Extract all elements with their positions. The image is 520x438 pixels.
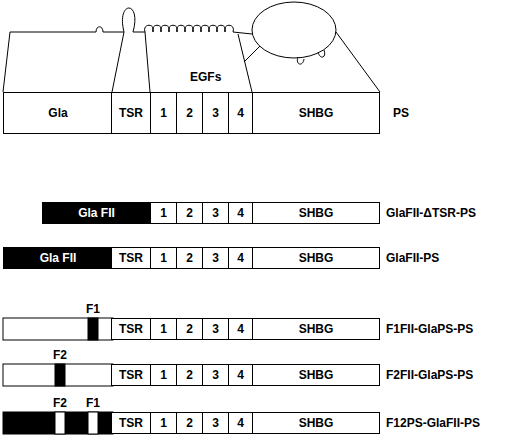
domain-box: Gla (3, 92, 113, 134)
domain-box: 2 (176, 202, 203, 224)
domain-box: 1 (150, 318, 177, 340)
gla-box (3, 364, 113, 386)
domain-box: 4 (228, 92, 253, 134)
domain-box: 3 (202, 318, 229, 340)
fragment-label: F2 (53, 396, 67, 410)
domain-label: 2 (186, 368, 193, 382)
construct-label: PS (393, 106, 409, 120)
domain-label: 4 (237, 251, 244, 265)
domain-box: SHBG (252, 364, 380, 386)
domain-label: Gla (48, 106, 67, 120)
domain-box: 2 (176, 247, 203, 269)
domain-box: TSR (111, 92, 151, 134)
domain-box: SHBG (252, 202, 380, 224)
f2-segment (55, 412, 65, 434)
domain-box: 1 (150, 364, 177, 386)
domain-label: 2 (186, 206, 193, 220)
domain-box: 4 (228, 247, 253, 269)
domain-label: 4 (237, 416, 244, 430)
domain-label: 3 (212, 106, 219, 120)
gla-box (3, 412, 113, 434)
construct-label: GlaFII-ΔTSR-PS (386, 206, 476, 220)
domain-box: 3 (202, 247, 229, 269)
domain-box: SHBG (252, 318, 380, 340)
domain-label: SHBG (299, 368, 334, 382)
fragment-label: F1 (86, 396, 100, 410)
domain-label: SHBG (299, 206, 334, 220)
domain-box: 2 (176, 412, 203, 434)
domain-label: Gla FII (40, 251, 77, 265)
domain-label: SHBG (299, 416, 334, 430)
domain-label: TSR (119, 416, 143, 430)
fan-lines (3, 32, 380, 92)
domain-box: 1 (150, 202, 177, 224)
domain-box: 3 (202, 202, 229, 224)
domain-box: 1 (150, 92, 177, 134)
construct-label: GlaFII-PS (386, 251, 439, 265)
domain-box: 3 (202, 364, 229, 386)
f1-segment (88, 412, 98, 434)
f2-segment (55, 364, 65, 386)
domain-label: TSR (119, 251, 143, 265)
domain-box: 4 (228, 202, 253, 224)
domain-label: 4 (237, 322, 244, 336)
protein-chain (10, 8, 252, 34)
domain-box: TSR (111, 364, 151, 386)
construct-label: EGFs (190, 70, 221, 84)
domain-label: 3 (212, 416, 219, 430)
domain-box: 1 (150, 247, 177, 269)
domain-label: 3 (212, 206, 219, 220)
globule-loops (244, 46, 325, 64)
construct-label: F12PS-GlaFII-PS (386, 416, 480, 430)
shbg-globule (252, 2, 336, 58)
domain-label: 4 (237, 206, 244, 220)
domain-label: TSR (119, 322, 143, 336)
domain-label: 1 (160, 106, 167, 120)
gla-box (3, 318, 113, 340)
domain-box: 3 (202, 92, 229, 134)
domain-box: Gla FII (42, 202, 151, 224)
domain-box: 1 (150, 412, 177, 434)
domain-box: 4 (228, 364, 253, 386)
fragment-label: F1 (86, 302, 100, 316)
domain-label: SHBG (299, 322, 334, 336)
domain-label: 3 (212, 322, 219, 336)
domain-label: 4 (237, 106, 244, 120)
domain-label: SHBG (299, 251, 334, 265)
construct-label: F1FII-GlaPS-PS (386, 322, 473, 336)
domain-box: 4 (228, 318, 253, 340)
domain-label: 1 (160, 368, 167, 382)
domain-box: SHBG (252, 247, 380, 269)
domain-box: SHBG (252, 412, 380, 434)
domain-label: 2 (186, 251, 193, 265)
domain-label: 1 (160, 322, 167, 336)
domain-box: 3 (202, 412, 229, 434)
domain-label: TSR (119, 368, 143, 382)
domain-box: SHBG (252, 92, 380, 134)
domain-label: Gla FII (78, 206, 115, 220)
domain-box: Gla FII (3, 247, 113, 269)
domain-box: TSR (111, 247, 151, 269)
domain-box: 2 (176, 92, 203, 134)
domain-label: TSR (119, 106, 143, 120)
domain-box: 4 (228, 412, 253, 434)
fragment-label: F2 (53, 348, 67, 362)
domain-box: TSR (111, 412, 151, 434)
domain-box: 2 (176, 364, 203, 386)
domain-label: 3 (212, 251, 219, 265)
domain-label: SHBG (299, 106, 334, 120)
domain-label: 2 (186, 322, 193, 336)
domain-label: 1 (160, 251, 167, 265)
domain-label: 4 (237, 368, 244, 382)
construct-label: F2FII-GlaPS-PS (386, 368, 473, 382)
f1-segment (88, 318, 98, 340)
domain-label: 3 (212, 368, 219, 382)
domain-box: 2 (176, 318, 203, 340)
domain-box: TSR (111, 318, 151, 340)
domain-label: 1 (160, 206, 167, 220)
domain-label: 2 (186, 416, 193, 430)
domain-label: 1 (160, 416, 167, 430)
domain-label: 2 (186, 106, 193, 120)
